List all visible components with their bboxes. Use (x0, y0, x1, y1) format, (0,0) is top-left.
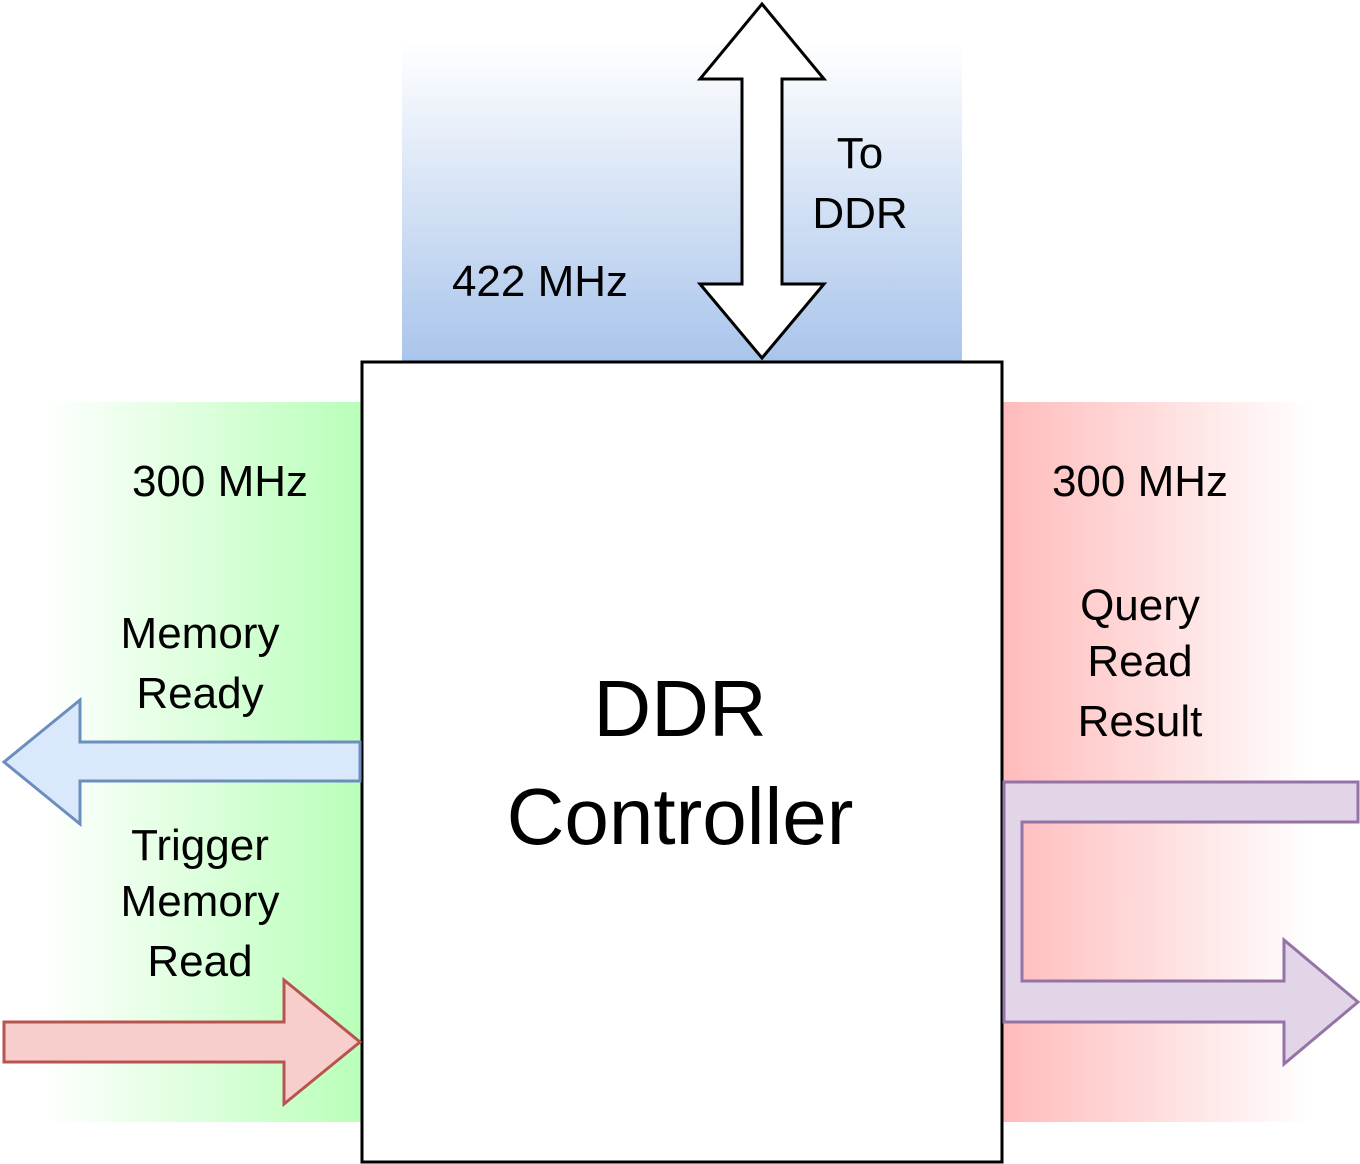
ddr-controller-block (360, 360, 1004, 1164)
controller-title-line-2: Controller (507, 772, 854, 861)
to-ddr-label-line-2: DDR (812, 189, 907, 238)
right-clock-label: 300 MHz (1052, 457, 1228, 506)
memory-ready-label-line-1: Memory (121, 609, 280, 658)
query-read-result-arrow (1002, 780, 1360, 1068)
to-ddr-label-line-1: To (837, 129, 883, 178)
query-read-result-label-line-2: Read (1087, 637, 1192, 686)
left-clock-label: 300 MHz (132, 457, 308, 506)
top-clock-label: 422 MHz (452, 257, 628, 306)
top-clock-domain-region (402, 42, 962, 362)
trigger-memory-read-label-line-3: Read (147, 937, 252, 986)
query-read-result-label-line-1: Query (1080, 581, 1200, 630)
controller-title-line-1: DDR (593, 664, 766, 753)
memory-ready-arrow (1, 696, 362, 828)
query-read-result-label-line-3: Result (1078, 697, 1203, 746)
trigger-memory-read-label-line-1: Trigger (131, 821, 269, 870)
trigger-memory-read-arrow (2, 976, 363, 1108)
to-ddr-bidirectional-arrow (696, 1, 828, 361)
trigger-memory-read-label-line-2: Memory (121, 877, 280, 926)
memory-ready-label-line-2: Ready (136, 669, 263, 718)
